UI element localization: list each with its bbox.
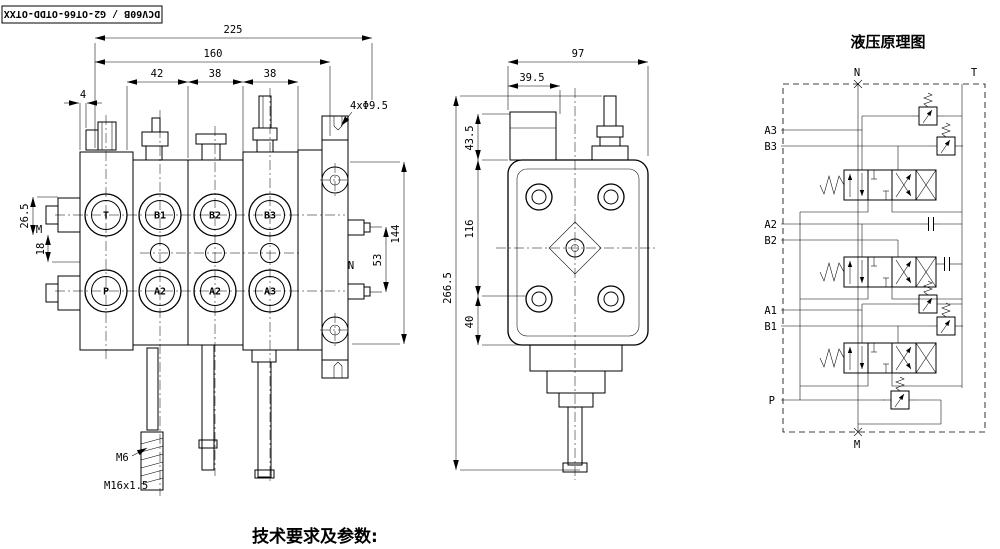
bottom-rods	[140, 344, 277, 491]
relief-valve-a3	[911, 93, 945, 125]
part-number: DCV60B / G2-OT66-OTDD-OTXX	[4, 8, 161, 19]
schematic-port-n: N	[854, 67, 860, 79]
label-port-n: N	[348, 260, 354, 272]
thread-stud-detail	[140, 431, 164, 491]
schematic-port-b1: B1	[764, 321, 777, 333]
relief-valve-b3	[929, 123, 963, 155]
directional-valve-3	[820, 170, 936, 200]
schematic-valves	[820, 93, 963, 409]
schematic-boundary	[782, 83, 986, 433]
schematic-port-a2: A2	[764, 219, 777, 231]
relief-valve-b1	[929, 303, 963, 335]
port-plug-a2	[921, 216, 941, 232]
left-plugs	[45, 197, 81, 311]
port-label-T: T	[103, 211, 109, 222]
schematic-port-p: P	[769, 395, 775, 407]
dim-97: 97	[572, 48, 585, 60]
valve-body-sections	[79, 149, 323, 351]
label-mount-holes: 4xΦ9.5	[350, 100, 388, 112]
port-label-B1: B1	[154, 211, 166, 222]
label-m6: M6	[116, 452, 129, 464]
side-view-dimensions: 97 39.5 266.5 43.5 116 40	[442, 48, 649, 471]
port-circles: T B1 B2 B3 P A2 A2 A3	[84, 193, 292, 313]
label-m16: M16x1.5	[104, 480, 148, 492]
hydraulic-schematic: 液压原理图 N T M A3 B3 A2 B2 A1 B1 P	[764, 33, 986, 451]
top-caps	[85, 95, 278, 161]
title-block: DCV60B / G2-OT66-OTDD-OTXX	[1, 5, 163, 24]
dim-225: 225	[224, 24, 243, 36]
dim-4: 4	[80, 89, 86, 101]
dim-266-5: 266.5	[442, 272, 454, 304]
port-label-P: P	[103, 287, 109, 298]
schematic-port-b3: B3	[764, 141, 777, 153]
port-label-A2a: A2	[154, 287, 166, 298]
schematic-port-b2: B2	[764, 235, 777, 247]
schematic-port-t: T	[971, 67, 978, 79]
dim-116: 116	[464, 220, 476, 239]
port-label-A2b: A2	[209, 287, 221, 298]
front-view: T B1 B2 B3 P A2 A2 A3 225 160 42 38 38	[19, 24, 407, 496]
port-plug-b2	[937, 256, 957, 272]
dim-26-5: 26.5	[19, 203, 31, 228]
mounting-hole-bottom	[321, 316, 349, 344]
dim-38a: 38	[209, 68, 222, 80]
schematic-port-a3: A3	[764, 125, 777, 137]
dim-43-5: 43.5	[464, 125, 476, 150]
dim-160: 160	[204, 48, 223, 60]
label-port-m: M	[36, 224, 42, 236]
dim-42: 42	[151, 68, 164, 80]
directional-valve-2	[820, 257, 936, 287]
schematic-port-a1: A1	[764, 305, 777, 317]
front-view-dimensions: 225 160 42 38 38 4 26.5 M	[19, 24, 407, 492]
port-label-B2: B2	[209, 211, 221, 222]
schematic-port-m: M	[854, 439, 860, 451]
port-label-B3: B3	[264, 211, 276, 222]
technical-requirements-heading: 技术要求及参数:	[252, 526, 378, 547]
schematic-lines	[781, 79, 963, 437]
port-label-A3: A3	[264, 287, 276, 298]
mounting-bracket	[321, 115, 371, 379]
schematic-title: 液压原理图	[850, 33, 925, 51]
main-relief-valve	[883, 377, 917, 409]
dim-40: 40	[464, 316, 476, 329]
dim-39-5: 39.5	[519, 72, 544, 84]
directional-valve-1	[820, 343, 936, 373]
dim-38b: 38	[264, 68, 277, 80]
dim-53: 53	[372, 254, 384, 267]
side-view-centerlines	[496, 88, 658, 480]
dim-144: 144	[390, 225, 402, 244]
side-view: 97 39.5 266.5 43.5 116 40	[442, 48, 658, 480]
dim-18: 18	[35, 243, 47, 256]
mounting-hole-top	[321, 166, 349, 194]
side-view-body	[507, 95, 649, 473]
